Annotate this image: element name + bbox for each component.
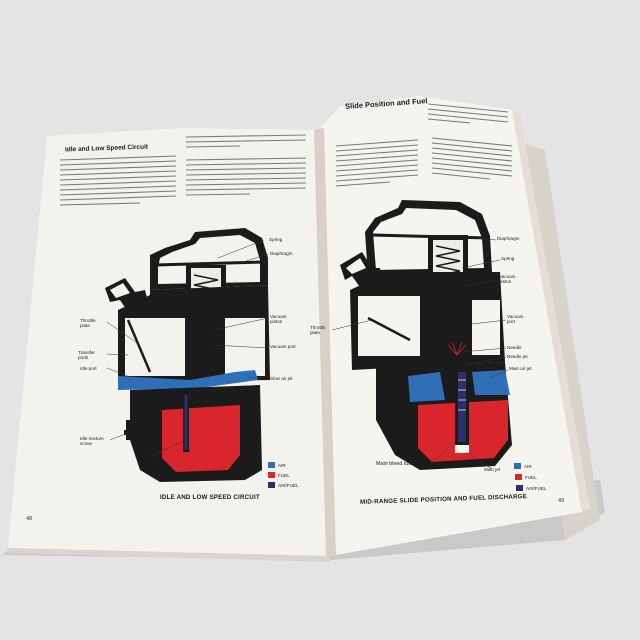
right-page-edge	[512, 110, 590, 512]
label-spring-right: Spring	[501, 256, 515, 261]
label-needle: Needle	[507, 345, 522, 350]
right-leader-lines	[331, 237, 509, 470]
label-main-jet: Main jet	[484, 467, 501, 472]
label-slow-air-jet: Slow air jet	[270, 376, 293, 381]
left-leader-lines	[106, 239, 269, 457]
label-main-air-jet: Main air jet	[509, 366, 532, 371]
fuel-swatch	[268, 472, 275, 478]
air-swatch	[514, 463, 521, 469]
label-spring-left: Spring	[269, 237, 283, 242]
left-carburetor-diagram	[105, 228, 270, 482]
fuel-swatch	[515, 474, 522, 480]
gutter-shadow	[314, 128, 336, 556]
label-vacuum-port-left: Vacuum port	[270, 344, 296, 349]
label-throttle-plate-right: Throttle plate	[310, 325, 326, 335]
right-legend-fuel-label: FUEL	[525, 474, 537, 480]
label-vacuum-piston-left: Vacuum piston	[270, 314, 287, 324]
left-text-column-1	[59, 155, 177, 206]
label-diaphragm-left: Diaphragm	[270, 251, 293, 256]
label-idle-port: Idle port	[80, 366, 97, 371]
right-legend-fuel: FUEL	[515, 474, 537, 480]
left-legend-air: AIR	[268, 462, 286, 468]
page-stack-left	[6, 548, 330, 562]
label-main-bleed-tube: Main bleed tube	[376, 461, 415, 467]
left-legend-airfuel: AIR/FUEL	[268, 482, 299, 488]
right-legend-airfuel-label: AIR/FUEL	[526, 485, 547, 491]
right-text-column-2	[427, 103, 513, 180]
right-legend-air: AIR	[514, 463, 532, 469]
label-transfer-ports: Transfer ports	[78, 350, 95, 360]
left-legend-fuel-label: FUEL	[278, 472, 290, 478]
left-legend-fuel: FUEL	[268, 472, 290, 478]
label-vacuum-piston-right: Vacuum piston	[499, 274, 516, 284]
label-vacuum-port-right: Vacuum port	[507, 314, 524, 324]
label-slow-jet: Slow jet	[140, 454, 157, 459]
right-text-column-1	[335, 139, 419, 187]
label-idle-mixture-screw: Idle mixture screw	[80, 436, 104, 446]
left-legend-air-label: AIR	[278, 462, 286, 468]
air-swatch	[268, 462, 275, 468]
airfuel-swatch	[516, 485, 523, 491]
right-page-number: 49	[558, 498, 565, 504]
right-carburetor-diagram	[340, 200, 512, 470]
left-text-column-2	[185, 134, 307, 196]
left-page-number: 48	[26, 516, 33, 522]
left-caption: IDLE AND LOW SPEED CIRCUIT	[160, 494, 260, 501]
label-diaphragm-right: Diaphragm	[497, 236, 520, 241]
airfuel-swatch	[268, 482, 275, 488]
right-legend-air-label: AIR	[524, 463, 532, 469]
right-legend-airfuel: AIR/FUEL	[516, 485, 547, 491]
label-needle-jet: Needle jet	[507, 354, 528, 359]
label-throttle-plate-left: Throttle plate	[80, 318, 96, 328]
left-legend-airfuel-label: AIR/FUEL	[278, 482, 299, 488]
